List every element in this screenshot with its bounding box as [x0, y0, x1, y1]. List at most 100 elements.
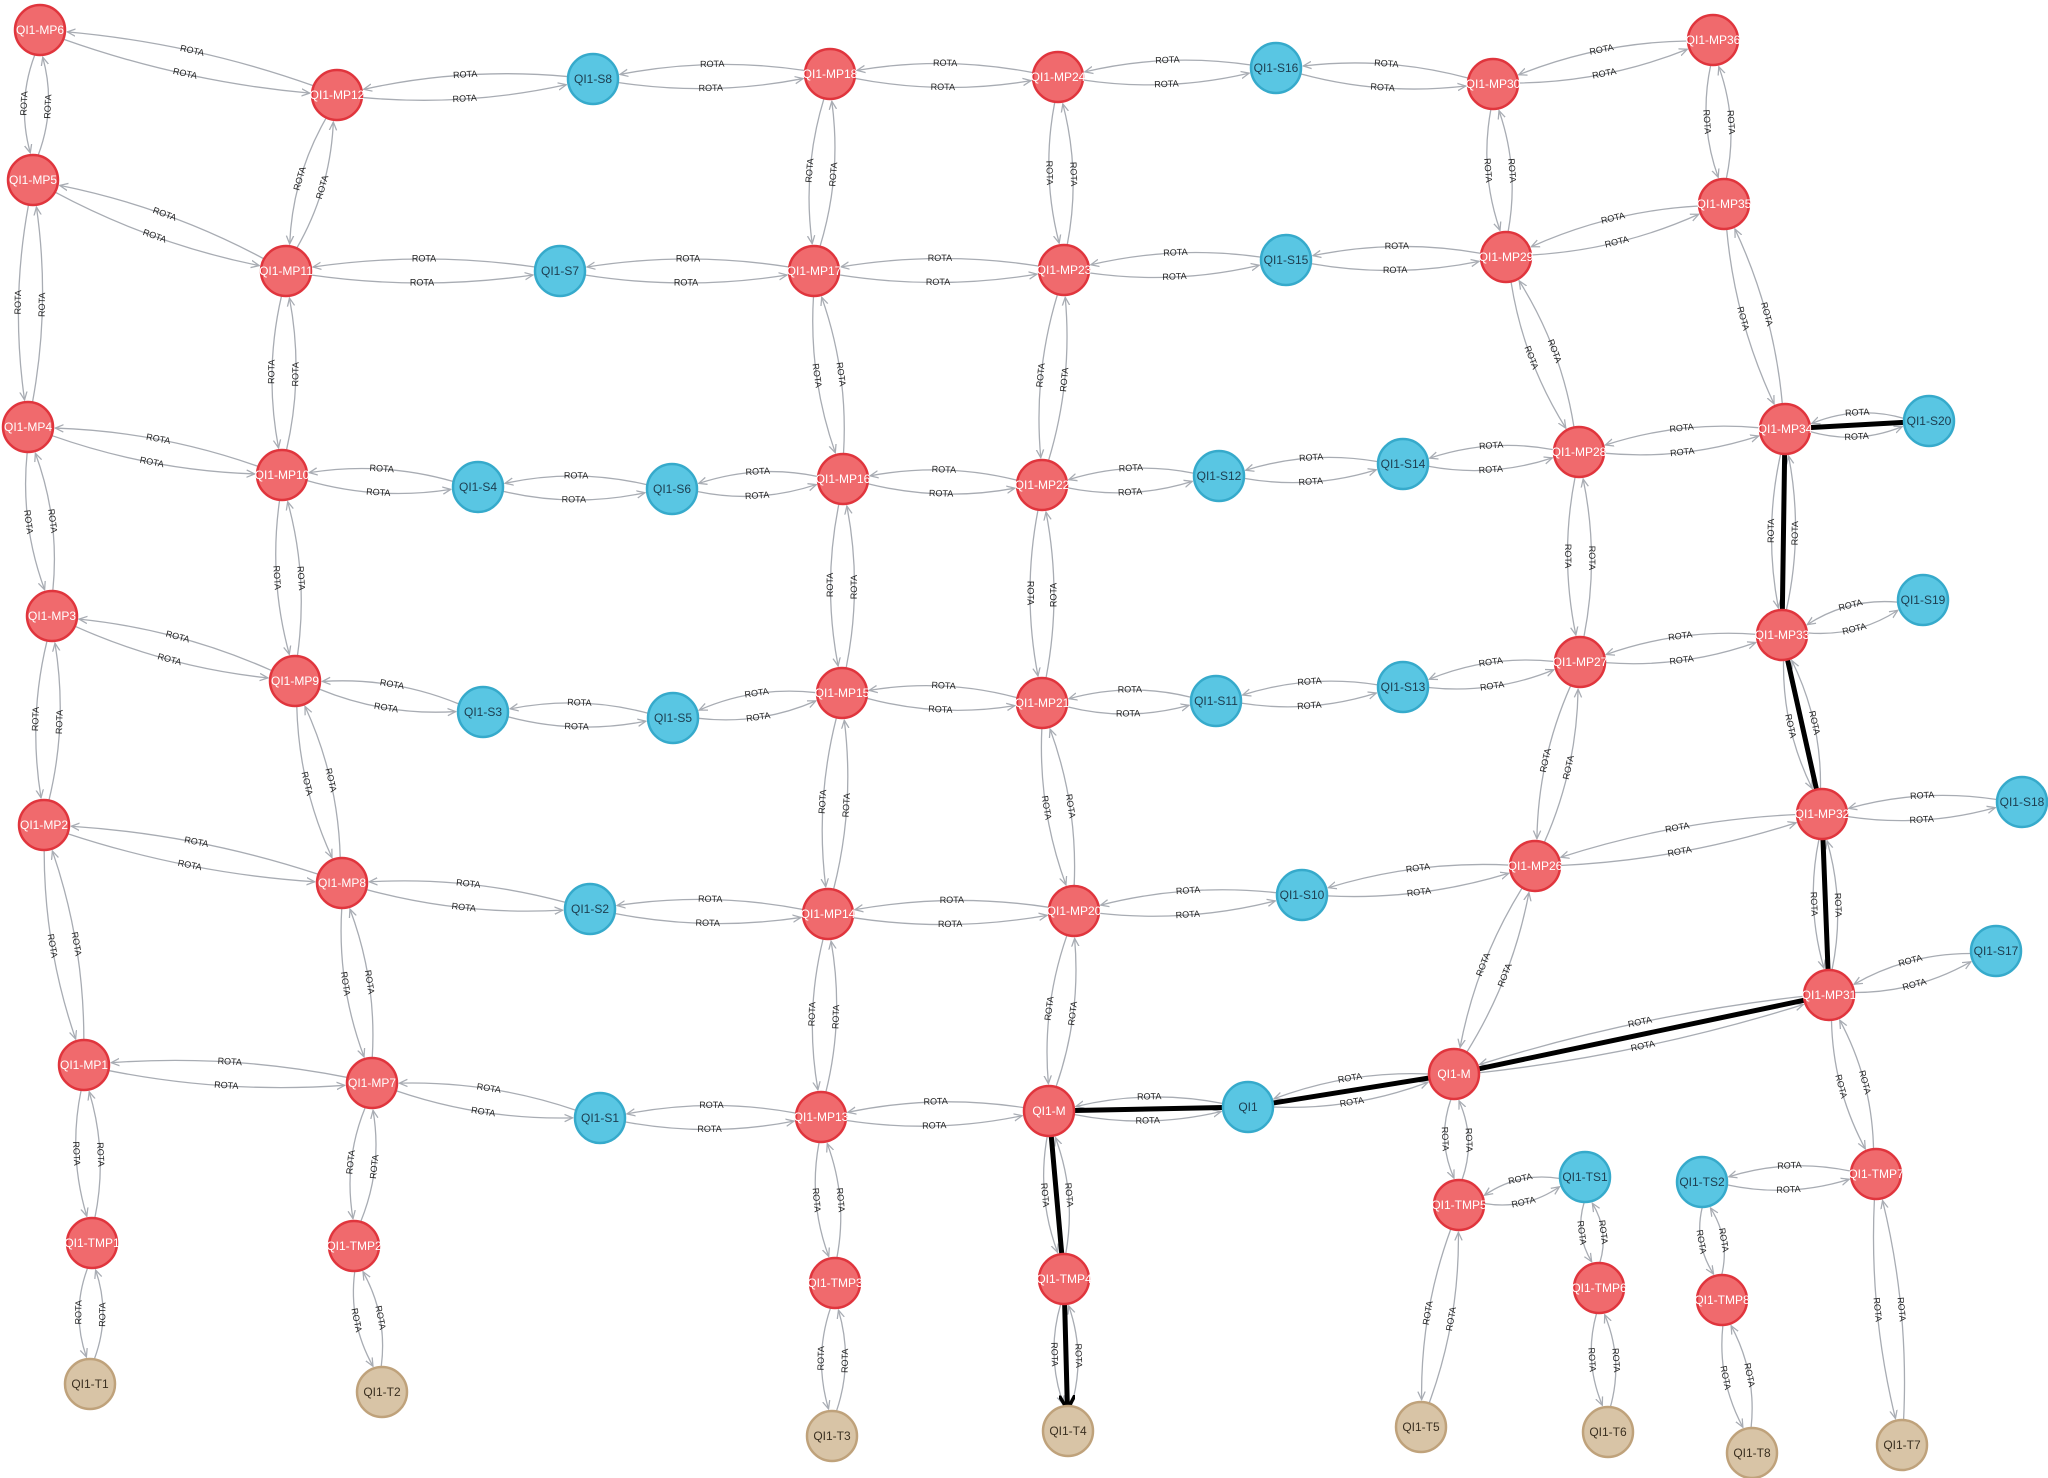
node-circle[interactable]: [17, 798, 71, 852]
node-qi1-mp13[interactable]: QI1-MP13: [794, 1090, 849, 1144]
node-qi1-mp3[interactable]: QI1-MP3: [25, 589, 79, 643]
node-circle[interactable]: [1221, 1080, 1275, 1134]
node-qi1-s11[interactable]: QI1-S11: [1189, 674, 1243, 728]
node-qi1-t2[interactable]: QI1-T2: [355, 1365, 409, 1419]
node-qi1-tmp3[interactable]: QI1-TMP3: [807, 1256, 863, 1310]
node-qi1-mp21[interactable]: QI1-MP21: [1015, 676, 1070, 730]
node-circle[interactable]: [259, 244, 313, 298]
node-circle[interactable]: [1037, 1252, 1091, 1306]
node-circle[interactable]: [1553, 635, 1607, 689]
node-circle[interactable]: [533, 244, 587, 298]
node-qi1-s14[interactable]: QI1-S14: [1376, 437, 1430, 491]
node-circle[interactable]: [456, 685, 510, 739]
node-qi1-mp16[interactable]: QI1-MP16: [816, 452, 871, 506]
node-circle[interactable]: [801, 887, 855, 941]
node-circle[interactable]: [1969, 924, 2023, 978]
node-circle[interactable]: [1047, 884, 1101, 938]
node-circle[interactable]: [816, 452, 870, 506]
node-circle[interactable]: [345, 1056, 399, 1110]
node-qi1-s5[interactable]: QI1-S5: [646, 691, 700, 745]
node-qi1-tmp4[interactable]: QI1-TMP4: [1036, 1252, 1092, 1306]
node-circle[interactable]: [1995, 775, 2048, 829]
node-circle[interactable]: [787, 244, 841, 298]
node-circle[interactable]: [13, 3, 67, 57]
node-circle[interactable]: [1037, 243, 1091, 297]
node-qi1-s1[interactable]: QI1-S1: [573, 1091, 627, 1145]
node-circle[interactable]: [1022, 1084, 1076, 1138]
node-qi1-s9[interactable]: QI1: [1221, 1080, 1275, 1134]
node-circle[interactable]: [1572, 1261, 1626, 1315]
node-circle[interactable]: [563, 882, 617, 936]
node-qi1-mp31[interactable]: QI1-MP31: [1802, 968, 1857, 1022]
node-qi1-t1[interactable]: QI1-T1: [63, 1357, 117, 1411]
node-circle[interactable]: [1427, 1047, 1481, 1101]
node-qi1-s17[interactable]: QI1-S17: [1969, 924, 2023, 978]
node-qi1-tmp6[interactable]: QI1-TMP6: [1571, 1261, 1627, 1315]
node-qi1-t7[interactable]: QI1-T7: [1875, 1418, 1929, 1472]
node-qi1-mp27[interactable]: QI1-MP27: [1553, 635, 1608, 689]
node-qi1-mp36[interactable]: QI1-MP36: [1686, 13, 1741, 67]
node-qi1-tmp2[interactable]: QI1-TMP2: [326, 1219, 382, 1273]
node-circle[interactable]: [1466, 57, 1520, 111]
node-circle[interactable]: [25, 589, 79, 643]
node-circle[interactable]: [1259, 233, 1313, 287]
node-qi1-s8[interactable]: QI1-S8: [566, 52, 620, 106]
node-circle[interactable]: [1558, 1150, 1612, 1204]
node-qi1-mp18[interactable]: QI1-MP18: [803, 47, 858, 101]
node-circle[interactable]: [1192, 449, 1246, 503]
node-circle[interactable]: [6, 153, 60, 207]
node-circle[interactable]: [1758, 402, 1812, 456]
node-circle[interactable]: [1725, 1426, 1779, 1478]
node-qi1-mp19[interactable]: QI1-M: [1022, 1084, 1076, 1138]
node-circle[interactable]: [1508, 839, 1562, 893]
node-qi1-mp32[interactable]: QI1-MP32: [1795, 787, 1850, 841]
node-qi1-mp22[interactable]: QI1-MP22: [1015, 458, 1070, 512]
node-qi1-t8[interactable]: QI1-T8: [1725, 1426, 1779, 1478]
node-circle[interactable]: [1, 400, 55, 454]
node-qi1-s20[interactable]: QI1-S20: [1902, 394, 1956, 448]
node-qi1-mp4[interactable]: QI1-MP4: [1, 400, 55, 454]
node-qi1-mp24[interactable]: QI1-MP24: [1031, 50, 1086, 104]
node-circle[interactable]: [1795, 787, 1849, 841]
node-circle[interactable]: [815, 666, 869, 720]
node-circle[interactable]: [1031, 50, 1085, 104]
node-qi1-mp14[interactable]: QI1-MP14: [801, 887, 856, 941]
node-qi1-mp23[interactable]: QI1-MP23: [1037, 243, 1092, 297]
node-qi1-s16[interactable]: QI1-S16: [1249, 41, 1303, 95]
node-circle[interactable]: [645, 462, 699, 516]
node-qi1-s6[interactable]: QI1-S6: [645, 462, 699, 516]
node-circle[interactable]: [63, 1357, 117, 1411]
node-qi1-mp11[interactable]: QI1-MP11: [259, 244, 313, 298]
node-circle[interactable]: [255, 448, 309, 502]
node-circle[interactable]: [268, 654, 322, 708]
node-qi1-s2[interactable]: QI1-S2: [563, 882, 617, 936]
node-circle[interactable]: [808, 1256, 862, 1310]
node-circle[interactable]: [1275, 868, 1329, 922]
node-qi1-s4[interactable]: QI1-S4: [451, 460, 505, 514]
node-qi1-mp15[interactable]: QI1-MP15: [815, 666, 870, 720]
node-circle[interactable]: [1581, 1405, 1635, 1459]
node-qi1-mp26[interactable]: QI1-MP26: [1508, 839, 1563, 893]
node-qi1-ts2[interactable]: QI1-TS2: [1675, 1155, 1729, 1209]
node-circle[interactable]: [355, 1365, 409, 1419]
node-circle[interactable]: [1376, 660, 1430, 714]
node-qi1-mp25[interactable]: QI1-M: [1427, 1047, 1481, 1101]
node-circle[interactable]: [451, 460, 505, 514]
node-qi1-mp1[interactable]: QI1-MP1: [57, 1038, 111, 1092]
node-circle[interactable]: [1697, 177, 1751, 231]
node-qi1-s10[interactable]: QI1-S10: [1275, 868, 1329, 922]
node-circle[interactable]: [1015, 676, 1069, 730]
node-circle[interactable]: [1376, 437, 1430, 491]
node-qi1-mp35[interactable]: QI1-MP35: [1697, 177, 1752, 231]
node-qi1-s15[interactable]: QI1-S15: [1259, 233, 1313, 287]
node-circle[interactable]: [1695, 1273, 1749, 1327]
node-qi1-mp30[interactable]: QI1-MP30: [1466, 57, 1521, 111]
node-qi1-tmp8[interactable]: QI1-TMP8: [1694, 1273, 1750, 1327]
node-circle[interactable]: [1875, 1418, 1929, 1472]
node-qi1-s3[interactable]: QI1-S3: [456, 685, 510, 739]
node-circle[interactable]: [794, 1090, 848, 1144]
node-circle[interactable]: [573, 1091, 627, 1145]
node-circle[interactable]: [1015, 458, 1069, 512]
node-qi1-mp28[interactable]: QI1-MP28: [1552, 425, 1607, 479]
node-qi1-s13[interactable]: QI1-S13: [1376, 660, 1430, 714]
